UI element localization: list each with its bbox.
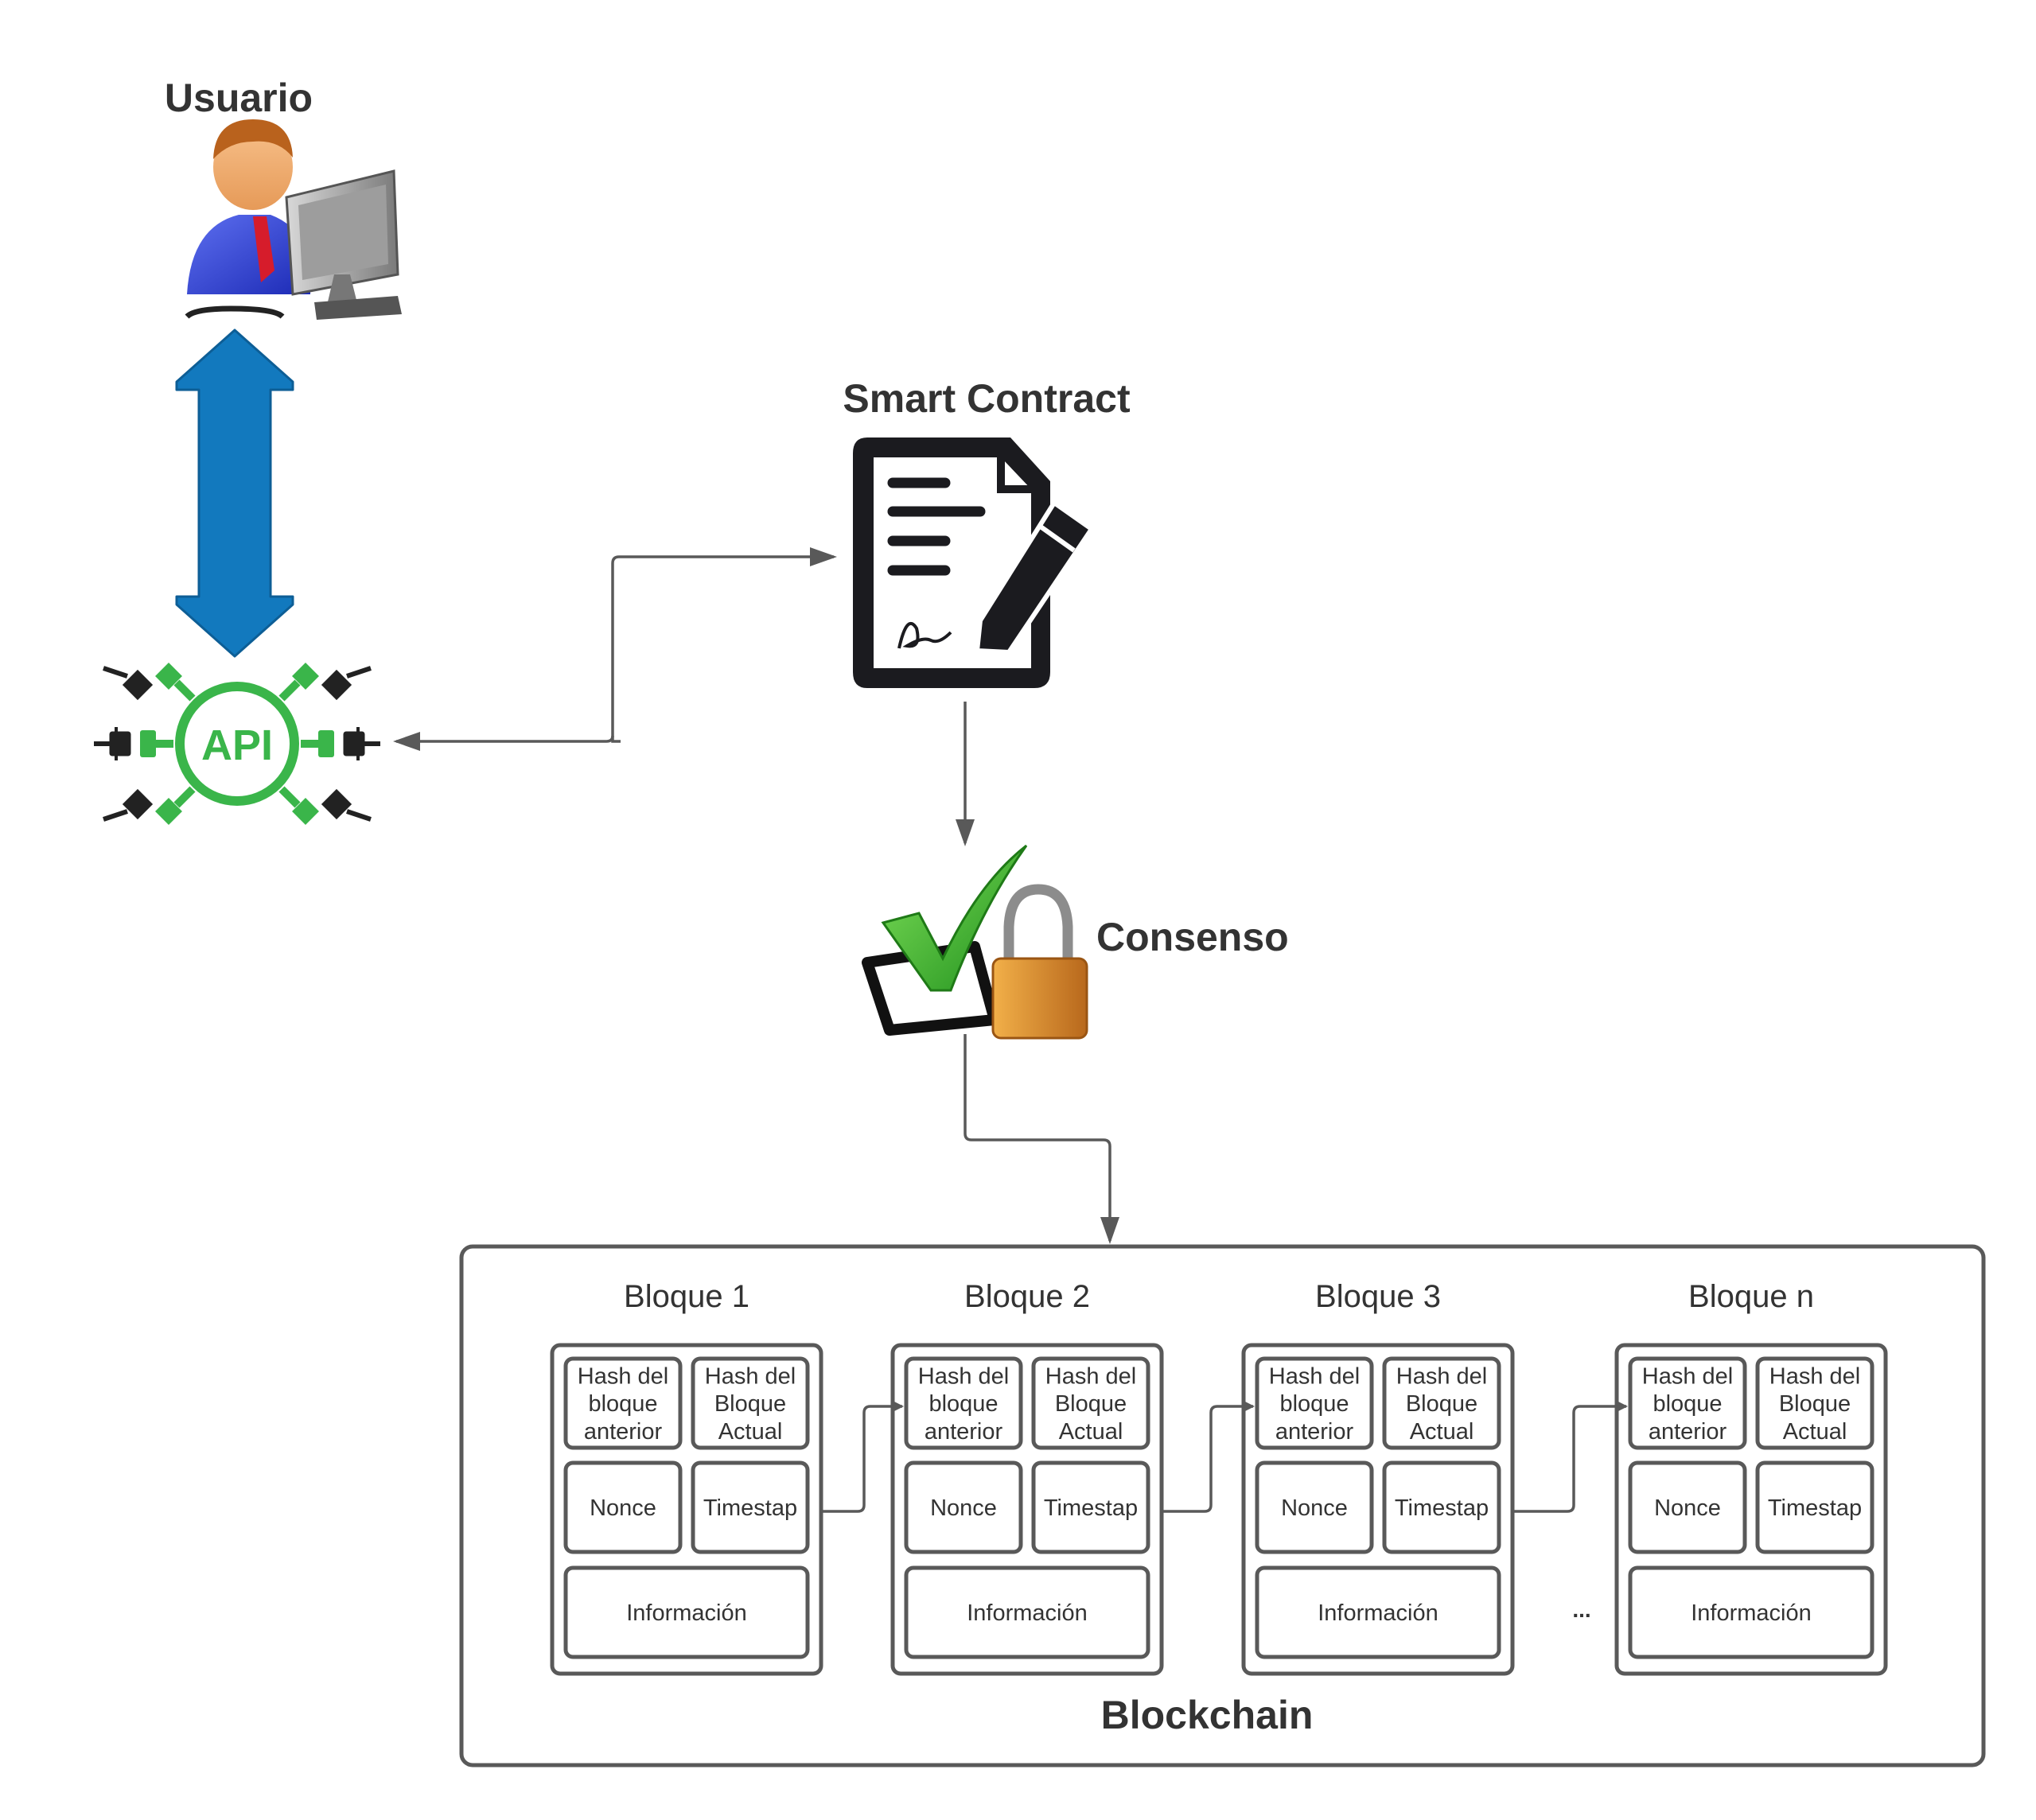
timestamp-cell [1031,1460,1150,1554]
hash-curr-label-line: Bloque [1055,1391,1127,1417]
hash-curr-label-line: Actual [1410,1419,1474,1445]
timestamp-label: Timestap [703,1495,797,1521]
hash-prev-label-line: Hash del [578,1363,668,1389]
timestamp-label: Timestap [1395,1495,1489,1521]
hash-prev-label-line: Hash del [918,1363,1009,1389]
nonce-cell [1628,1460,1747,1554]
hash-curr-label-line: Actual [718,1419,783,1445]
hash-prev-cell [904,1356,1023,1450]
blockchain-container [459,1244,1986,1768]
hash-curr-cell [1755,1356,1874,1450]
hash-prev-label-line: anterior [1275,1419,1354,1445]
hash-prev-label-line: Hash del [1269,1363,1360,1389]
hash-prev-label-line: anterior [925,1419,1003,1445]
hash-curr-label-line: Bloque [1406,1391,1477,1417]
nonce-label: Nonce [930,1495,997,1521]
hash-prev-label-line: anterior [1649,1419,1727,1445]
hash-prev-label-line: Hash del [1642,1363,1733,1389]
smart-contract-label: Smart Contract [843,376,1131,421]
timestamp-label: Timestap [1044,1495,1138,1521]
hash-curr-cell [1382,1356,1501,1450]
timestamp-label: Timestap [1768,1495,1862,1521]
hash-prev-label-line: bloque [1653,1391,1722,1417]
double-arrow-icon [175,329,294,658]
nonce-cell [563,1460,683,1554]
nonce-cell [904,1460,1023,1554]
hash-curr-label-line: Bloque [1779,1391,1851,1417]
hash-curr-label-line: Hash del [1769,1363,1860,1389]
hash-curr-label-line: Hash del [1396,1363,1487,1389]
hash-prev-cell [563,1356,683,1450]
hash-prev-label-line: bloque [1279,1391,1349,1417]
info-label: Información [1318,1600,1438,1626]
hash-prev-label-line: bloque [928,1391,998,1417]
connector-consenso-to-blockchain [963,1034,1119,1244]
hash-prev-label-line: bloque [588,1391,657,1417]
block-title: Bloque 1 [624,1279,749,1314]
usuario-label: Usuario [165,76,313,120]
hash-curr-label-line: Bloque [714,1391,786,1417]
timestamp-cell [1382,1460,1501,1554]
link-block-2-to-3 [1163,1402,1255,1513]
info-cell [563,1565,810,1659]
timestamp-cell [691,1460,810,1554]
hash-curr-label-line: Actual [1783,1419,1847,1445]
hash-prev-label-line: anterior [584,1419,663,1445]
hash-curr-label-line: Hash del [705,1363,796,1389]
hash-curr-label-line: Hash del [1045,1363,1136,1389]
link-block-3-to-n [1514,1402,1628,1513]
info-cell [1255,1565,1501,1659]
nonce-label: Nonce [1654,1495,1721,1521]
smart-contract-icon [853,438,1096,688]
connector-contract-to-api [393,732,614,751]
user-computer-icon [185,119,402,320]
info-cell [1628,1565,1874,1659]
block-title: Bloque 3 [1315,1279,1441,1314]
timestamp-cell [1755,1460,1874,1554]
info-label: Información [626,1600,747,1626]
hash-curr-cell [1031,1356,1150,1450]
hash-curr-label-line: Actual [1059,1419,1123,1445]
blockchain-label: Blockchain [1101,1693,1314,1737]
link-block-1-to-2 [821,1402,904,1513]
hash-prev-cell [1255,1356,1374,1450]
consenso-label: Consenso [1096,915,1289,959]
nonce-label: Nonce [1281,1495,1348,1521]
nonce-label: Nonce [590,1495,656,1521]
nonce-cell [1255,1460,1374,1554]
ellipsis-label: ... [1572,1597,1590,1622]
block-title: Bloque 2 [964,1279,1090,1314]
info-cell [904,1565,1150,1659]
hash-curr-cell [691,1356,810,1450]
block-title: Bloque n [1688,1279,1814,1314]
info-label: Información [967,1600,1088,1626]
api-label: API [201,721,273,769]
consensus-icon [862,844,1088,1040]
api-icon: API [94,663,380,825]
connector-api-to-contract [611,547,837,743]
info-label: Información [1691,1600,1812,1626]
hash-prev-cell [1628,1356,1747,1450]
